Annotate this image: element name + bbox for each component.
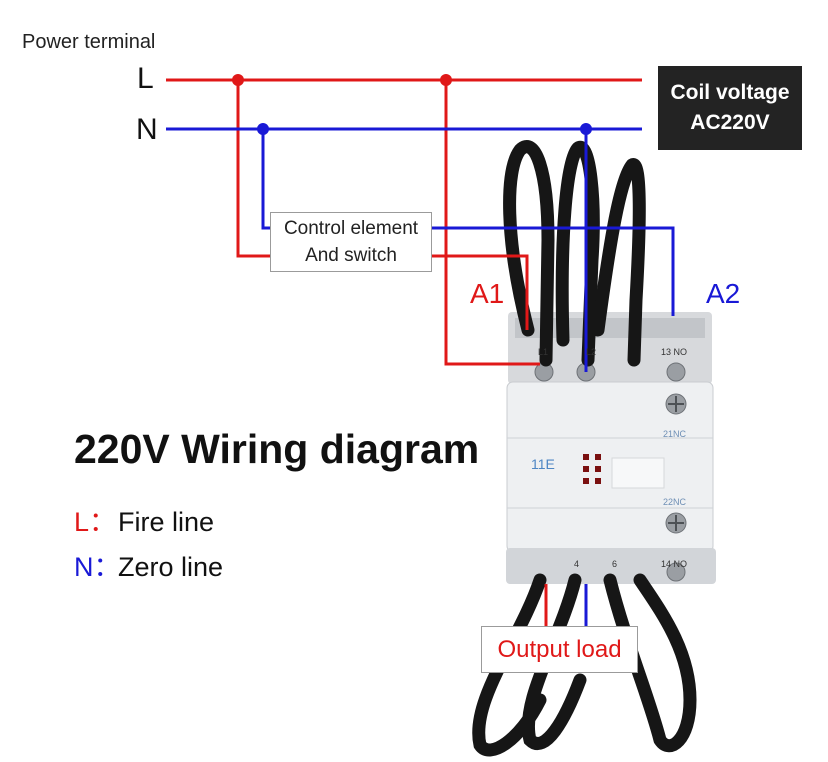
cable-top-right: [591, 158, 646, 367]
legend-zero-key: N：: [74, 552, 121, 582]
screw-14no: [666, 562, 686, 582]
diagram-title: 220V Wiring diagram: [74, 426, 480, 472]
screw-21nc-slot: [668, 396, 684, 412]
n-to-control-wire: [261, 129, 270, 230]
contactor-bottom-block: [506, 548, 716, 584]
screw-22nc-slot: [668, 515, 684, 531]
cable-top-middle: [555, 140, 600, 367]
coil-voltage-value: AC220V: [690, 111, 770, 134]
terminal-6-label: 6: [612, 559, 618, 569]
l-to-l1-wire: [444, 80, 540, 366]
output-load-box: Output load: [481, 626, 638, 673]
screw-13no: [666, 362, 686, 382]
l-line-label: L: [137, 62, 154, 95]
terminal-22nc-label: 22NC: [663, 497, 687, 507]
control-element-line2: And switch: [305, 245, 397, 266]
control-to-a1-wire: [432, 254, 529, 330]
coil-voltage-box: Coil voltage AC220V: [658, 66, 802, 150]
indicator-grid: [583, 454, 601, 484]
zero-line-wiring: [166, 127, 675, 628]
label-window: [611, 457, 665, 489]
contactor-model-label: 11E: [531, 456, 555, 472]
fire-line-wiring: [166, 78, 642, 628]
terminal-14no-label: 14 NO: [661, 559, 688, 569]
control-element-line1: Control element: [283, 218, 419, 239]
legend-fire-line: L：Fire line: [74, 500, 214, 539]
terminal-4-label: 4: [574, 559, 580, 569]
power-terminal-label: Power terminal: [22, 31, 156, 53]
contactor: [506, 312, 716, 584]
terminal-l2-label: L2: [586, 347, 597, 357]
coil-voltage-title: Coil voltage: [670, 81, 790, 104]
l-to-control-wire: [236, 80, 270, 258]
zero-junctions: [257, 123, 592, 135]
terminal-13no-label: 13 NO: [661, 347, 688, 357]
a1-terminal-label: A1: [470, 278, 505, 309]
legend-zero-text: Zero line: [118, 552, 224, 582]
legend-fire-key: L：: [74, 507, 117, 537]
terminal-21nc-label: 21NC: [663, 429, 687, 439]
fire-junctions: [232, 74, 452, 86]
a2-terminal-label: A2: [706, 278, 741, 309]
legend-zero-line: N：Zero line: [74, 545, 223, 584]
terminal-l1-label: L1: [538, 347, 549, 357]
legend-fire-text: Fire line: [118, 507, 215, 537]
n-line-label: N: [136, 113, 158, 146]
control-to-a2-wire: [432, 226, 675, 316]
control-element-box: Control element And switch: [270, 212, 432, 272]
